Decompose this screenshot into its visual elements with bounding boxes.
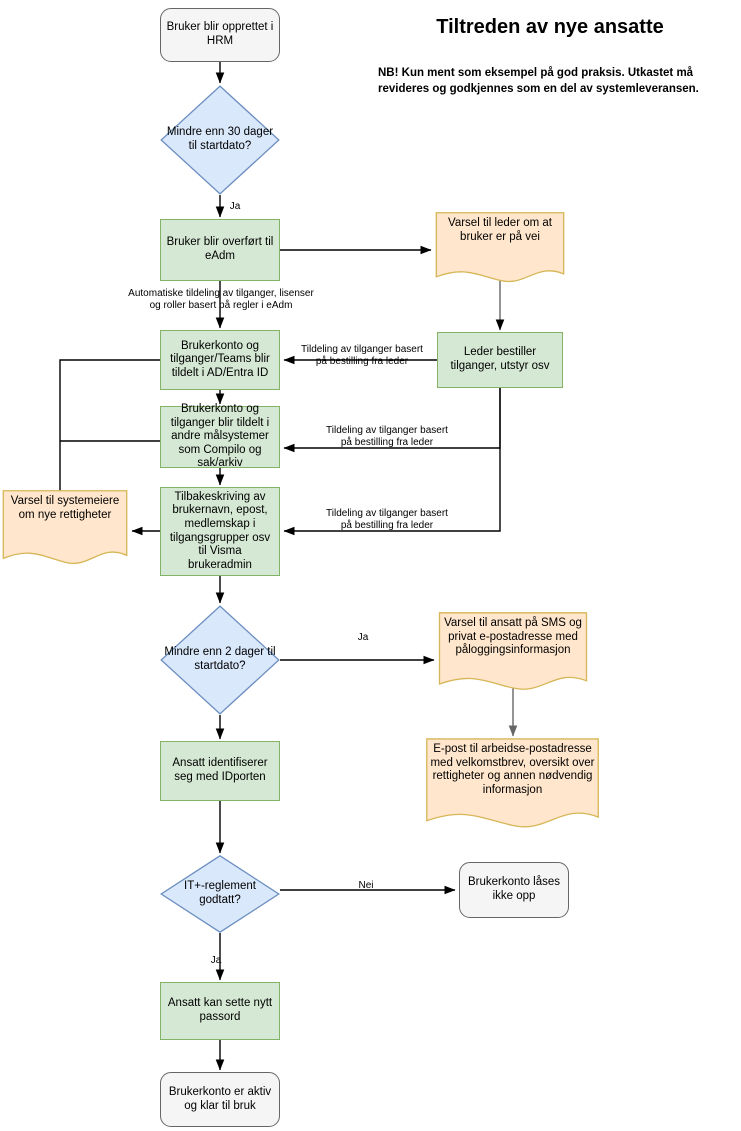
node-label: Varsel til ansatt på SMS og privat e-pos… (444, 617, 582, 657)
node-tilbakeskr[interactable]: Tilbakeskriving av brukernavn, epost, me… (160, 487, 280, 576)
node-idporten[interactable]: Ansatt identifiserer seg med IDporten (160, 741, 280, 801)
edge-label-tild3: Tildeling av tilganger basert på bestill… (326, 508, 448, 531)
node-label: E-post til arbeidse-postadresse med velk… (430, 743, 595, 796)
edge-label-tild1: Tildeling av tilganger basert på bestill… (301, 344, 423, 367)
edge-label-tild2: Tildeling av tilganger basert på bestill… (326, 425, 448, 448)
node-varselleder[interactable]: Varsel til leder om at bruker er på vei (435, 212, 565, 284)
node-malsystem[interactable]: Brukerkonto og tilganger blir tildelt i … (160, 403, 280, 470)
diamond-shape (160, 85, 280, 195)
node-dec2[interactable]: Mindre enn 2 dager til startdato? (160, 605, 280, 715)
node-aktiv[interactable]: Brukerkonto er aktiv og klar til bruk (160, 1072, 280, 1127)
edge-label-ja2: Ja (357, 632, 369, 643)
node-adentra[interactable]: Brukerkonto og tilganger/Teams blir tild… (160, 330, 280, 390)
node-label: Brukerkonto er aktiv og klar til bruk (168, 1085, 272, 1112)
document-shape (425, 738, 600, 830)
node-epostvelk[interactable]: E-post til arbeidse-postadresse med velk… (425, 738, 600, 830)
node-label: Brukerkonto og tilganger/Teams blir tild… (170, 339, 270, 379)
page-title: Tiltreden av nye ansatte (436, 16, 664, 38)
node-label: Ansatt kan sette nytt passord (167, 997, 273, 1023)
node-label: Tilbakeskriving av brukernavn, epost, me… (169, 490, 271, 571)
node-label: Brukerkonto låses ikke opp (467, 876, 561, 902)
node-label: Bruker blir opprettet i HRM (166, 21, 274, 47)
node-label: Leder bestiller tilganger, utstyr osv (450, 346, 550, 372)
node-laasikke[interactable]: Brukerkonto låses ikke opp (459, 862, 569, 918)
edge-label-ja30: Ja (229, 201, 241, 212)
node-label: IT+-reglement godtatt? (184, 880, 256, 906)
diamond-shape (160, 605, 280, 715)
node-lederbest[interactable]: Leder bestiller tilganger, utstyr osv (437, 332, 563, 388)
node-dec30[interactable]: Mindre enn 30 dager til startdato? (160, 85, 280, 195)
node-label: Bruker blir overført til eAdm (166, 236, 274, 262)
node-label: Varsel til systemeiere om nye rettighete… (10, 495, 120, 521)
node-nyttpass[interactable]: Ansatt kan sette nytt passord (160, 982, 280, 1040)
node-label: Mindre enn 30 dager til startdato? (166, 126, 274, 152)
node-smsvarsel[interactable]: Varsel til ansatt på SMS og privat e-pos… (438, 612, 588, 692)
page-note: NB! Kun ment som eksempel på god praksis… (378, 67, 699, 95)
node-start[interactable]: Bruker blir opprettet i HRM (160, 8, 280, 62)
node-eadm[interactable]: Bruker blir overført til eAdm (160, 219, 280, 281)
node-label: Ansatt identifiserer seg med IDporten (172, 757, 268, 783)
node-label: Brukerkonto og tilganger blir tildelt i … (170, 403, 270, 470)
node-label: Mindre enn 2 dager til startdato? (164, 646, 276, 672)
node-varselsys[interactable]: Varsel til systemeiere om nye rettighete… (2, 490, 128, 566)
node-decit[interactable]: IT+-reglement godtatt? (160, 855, 280, 933)
diamond-shape (160, 855, 280, 933)
edge-label-jait: Ja (210, 955, 222, 966)
node-label: Varsel til leder om at bruker er på vei (448, 217, 552, 243)
edge-label-auto: Automatiske tildeling av tilganger, lise… (128, 288, 314, 311)
edge-label-nei: Nei (358, 880, 374, 891)
